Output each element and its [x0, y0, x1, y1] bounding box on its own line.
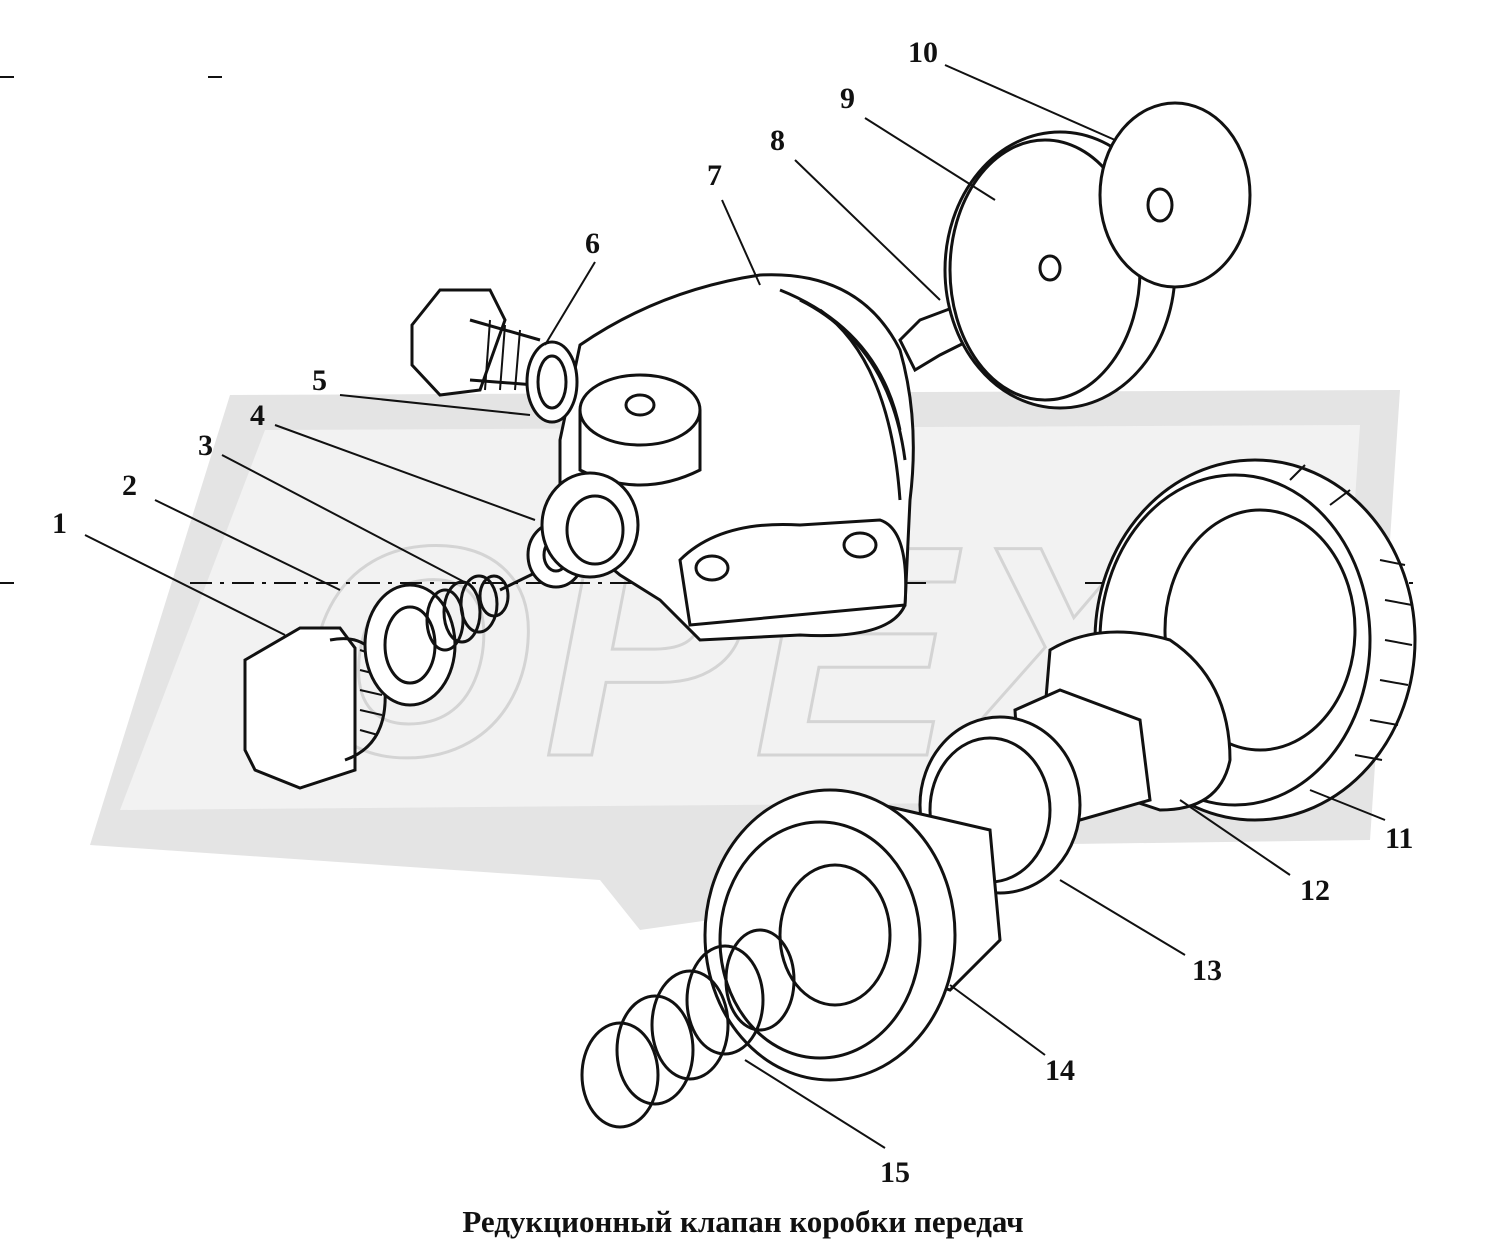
callout-14: 14 — [1045, 1054, 1075, 1087]
callout-10: 10 — [908, 36, 938, 69]
part-15-spring — [580, 928, 796, 1129]
part-1-plug — [243, 626, 387, 790]
callout-8: 8 — [770, 124, 785, 157]
part-6-bolt — [410, 288, 579, 424]
figure-caption: Редукционный клапан коробки передач — [462, 1204, 1024, 1239]
callout-1: 1 — [52, 507, 67, 540]
part-2-washer — [363, 583, 457, 707]
callout-11: 11 — [1385, 822, 1413, 855]
leader-lines — [84, 64, 1386, 1149]
callout-3: 3 — [198, 429, 213, 462]
callout-6: 6 — [585, 227, 600, 260]
callout-13: 13 — [1192, 954, 1222, 987]
callout-9: 9 — [840, 82, 855, 115]
part-3-spring — [425, 574, 510, 652]
part-7-valve-body — [540, 273, 915, 642]
callout-15: 15 — [880, 1156, 910, 1189]
callout-4: 4 — [250, 399, 265, 432]
callout-12: 12 — [1300, 874, 1330, 907]
callout-5: 5 — [312, 364, 327, 397]
part-14-cap — [703, 788, 1002, 1082]
callout-labels: 1 2 3 4 5 6 7 8 9 10 11 12 13 14 15 — [52, 36, 1413, 1189]
part-10-gasket — [1098, 101, 1252, 289]
callout-7: 7 — [707, 159, 722, 192]
callout-2: 2 — [122, 469, 137, 502]
